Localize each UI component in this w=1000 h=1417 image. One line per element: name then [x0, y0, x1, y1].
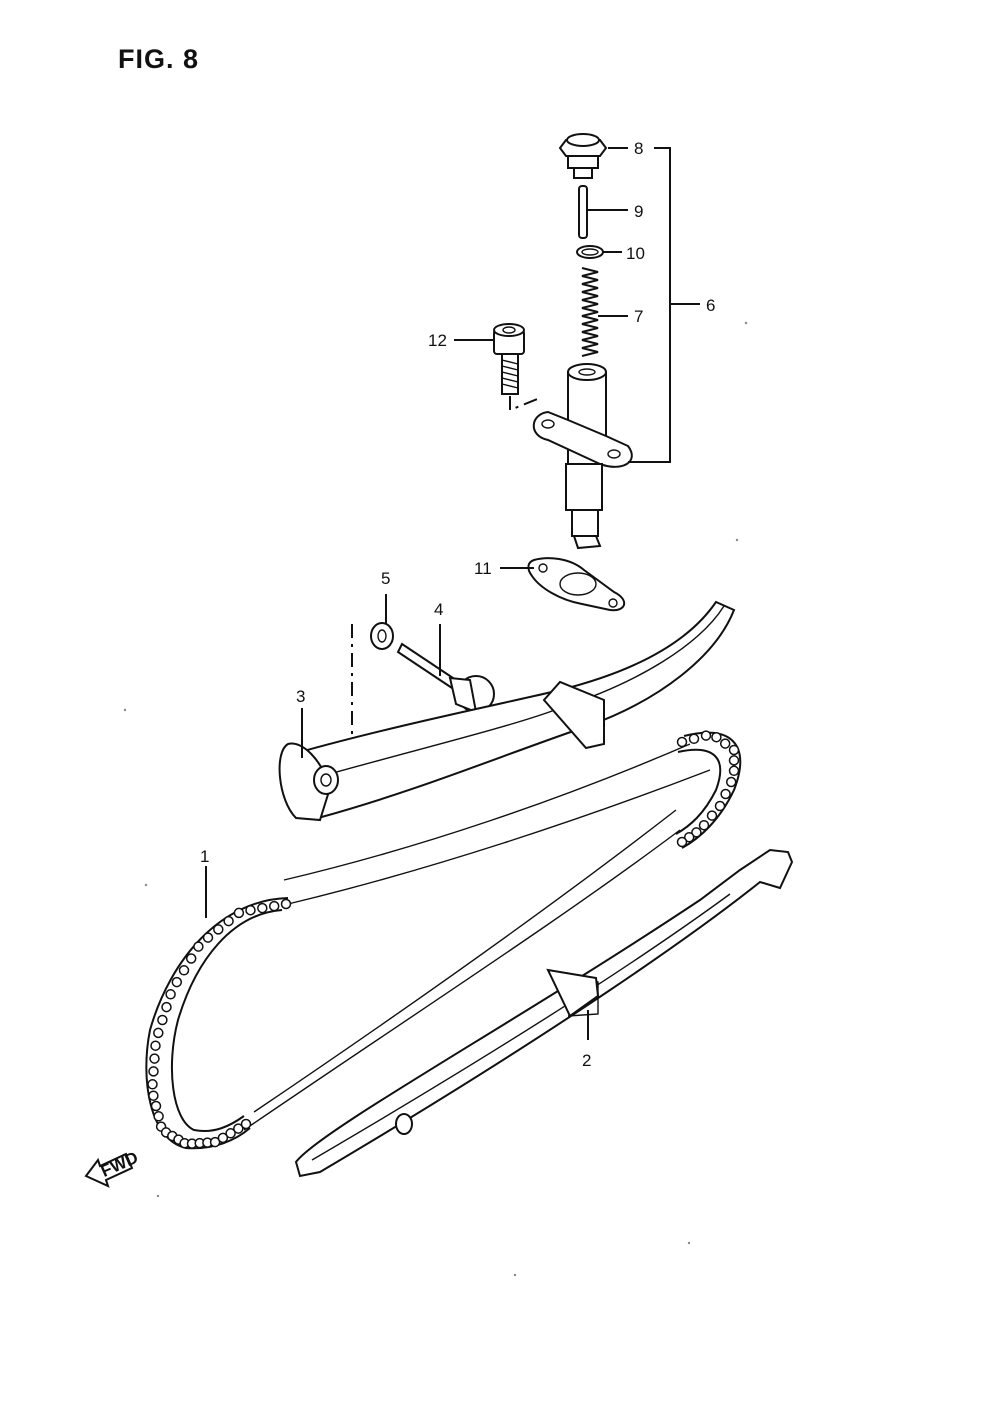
chain-roller — [161, 1001, 172, 1013]
part-5-washer — [370, 622, 394, 650]
callout-12: 12 — [428, 331, 447, 350]
chain-roller — [233, 907, 245, 919]
chain-roller — [728, 765, 740, 777]
chain-roller — [165, 989, 176, 1000]
chain-roller — [728, 744, 740, 756]
chain-roller — [280, 898, 292, 910]
chain-roller — [245, 904, 256, 916]
callout-11: 11 — [474, 559, 492, 578]
chain-roller — [268, 900, 280, 912]
part-9-push-rod — [578, 185, 588, 239]
chain-roller — [148, 1090, 159, 1101]
chain-roller — [728, 755, 740, 766]
fwd-label: FWD — [98, 1148, 141, 1181]
chain-roller — [688, 733, 700, 745]
callout-8: 8 — [634, 139, 643, 158]
part-2-chain-guide — [294, 848, 794, 1178]
chain-links — [147, 730, 740, 1149]
chain-roller — [148, 1066, 159, 1077]
chain-roller — [714, 800, 726, 812]
part-7-spring — [581, 267, 599, 357]
chain-roller — [233, 1123, 244, 1134]
bolt-12-alignment-line — [509, 396, 541, 412]
chain-roller — [153, 1111, 164, 1122]
callout-1: 1 — [200, 847, 209, 866]
chain-roller — [257, 902, 268, 914]
callout-2: 2 — [582, 1051, 591, 1070]
chain-roller — [700, 730, 712, 741]
part-10-o-ring — [576, 245, 604, 259]
chain-roller — [178, 965, 190, 976]
chain-roller — [149, 1053, 160, 1064]
chain-roller — [150, 1100, 162, 1112]
chain-roller — [223, 915, 234, 927]
leader-lines — [205, 147, 700, 1040]
chain-roller — [150, 1040, 161, 1051]
chain-roller — [209, 1136, 221, 1148]
chain-roller — [171, 976, 183, 988]
chain-roller — [719, 738, 731, 749]
fwd-direction-arrow: FWD — [84, 1148, 141, 1188]
callout-3: 3 — [296, 687, 305, 706]
chain-roller — [213, 924, 224, 935]
callout-4: 4 — [434, 600, 443, 619]
callout-10: 10 — [626, 244, 645, 263]
chain-roller — [147, 1079, 158, 1090]
figure-title: FIG. 8 — [118, 44, 200, 74]
chain-roller — [185, 953, 197, 964]
chain-roller — [193, 941, 204, 952]
callout-9: 9 — [634, 202, 643, 221]
part-11-gasket — [527, 557, 625, 612]
chain-roller — [676, 836, 688, 848]
chain-roller — [706, 810, 718, 821]
chain-roller — [683, 831, 695, 843]
callout-numbers: 8 9 10 7 6 12 11 5 4 3 1 2 — [200, 139, 715, 1070]
chain-roller — [157, 1014, 168, 1026]
part-3-tensioner-guide — [278, 600, 736, 822]
chain-roller — [725, 776, 737, 788]
chain-roller — [240, 1118, 252, 1130]
callout-6: 6 — [706, 296, 715, 315]
chain-roller — [711, 731, 722, 743]
part-6-tensioner-body — [532, 363, 633, 550]
part-1-cam-chain — [145, 730, 742, 1150]
chain-roller — [691, 827, 702, 838]
chain-roller — [202, 932, 214, 943]
callout-7: 7 — [634, 307, 643, 326]
chain-roller — [698, 819, 710, 831]
part-8-cap-bolt — [558, 133, 608, 179]
chain-roller — [225, 1128, 236, 1139]
chain-roller — [720, 788, 731, 800]
part-4-pivot-bolt — [396, 642, 495, 714]
chain-roller — [217, 1132, 229, 1144]
part-12-bolt — [493, 323, 525, 395]
chain-roller — [676, 736, 688, 748]
scan-specks — [123, 321, 748, 1277]
callout-5: 5 — [381, 569, 390, 588]
chain-roller — [153, 1027, 164, 1039]
